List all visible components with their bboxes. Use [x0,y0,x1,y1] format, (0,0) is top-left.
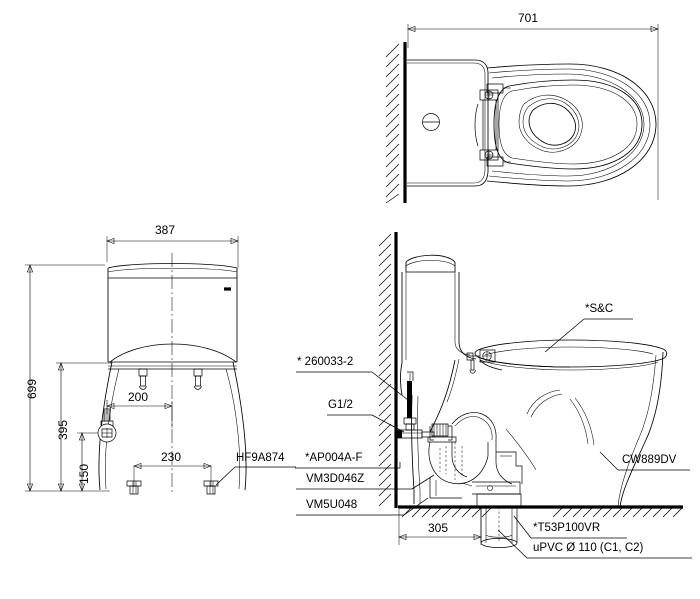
callout-sc: *S&C [585,303,614,315]
callout-g12: G1/2 [328,399,353,411]
top-view-tank [407,59,489,187]
front-view-stop-valve [97,400,117,443]
side-view-tank [400,254,477,396]
dim-387 [106,236,239,268]
side-view-seat-cover [474,339,668,371]
top-view-bowl-opening [518,94,583,153]
dim-230 [133,462,212,487]
side-view-group [295,232,692,559]
callout-hf9a874: HF9A874 [236,452,285,464]
leader-t53p100vr [513,515,627,539]
callout-vm3d046z: VM3D046Z [306,473,365,485]
callout-vm5u048: VM5U048 [306,499,358,511]
front-view-floor-bolts [126,480,219,495]
leader-sc [544,318,633,353]
callout-upvc: uPVC Ø 110 (C1, C2) [533,542,644,554]
leader-upvc [497,529,692,559]
top-view-flush-button [422,113,440,131]
dim-label-395: 395 [56,419,70,440]
callout-cw889dv: CW889DV [622,454,677,466]
side-view-wall [378,232,398,508]
dim-label-200: 200 [128,390,149,404]
leader-260033-2 [296,371,409,401]
top-view-seat-cover [486,63,657,187]
top-view-wall [385,42,407,204]
leader-vm3d046z [296,474,435,490]
side-view-flange-and-pipe [476,493,522,548]
top-view-seat-hinge [474,83,511,167]
callout-ap004a-f: *AP004A-F [305,452,363,464]
front-view-bowl [98,343,247,491]
side-view-trap-mechanism [427,412,523,499]
leader-ap004a-f [295,462,401,469]
leader-cw889dv [599,451,690,471]
leader-g12 [327,414,405,433]
dim-200 [106,400,173,428]
front-view-seat-bumpers [138,368,203,390]
top-view-seat-ring [493,79,643,170]
callout-260033-2: * 260033-2 [297,356,354,368]
front-view-tank [107,263,238,363]
side-view-seat-hinge [466,349,496,374]
dim-label-230: 230 [161,450,182,464]
dim-label-305: 305 [428,521,449,535]
leader-hf9a874 [215,466,296,486]
dim-305 [398,509,482,545]
dim-label-701: 701 [518,11,539,25]
leader-vm5u048 [296,497,429,516]
side-view-floor [398,505,684,518]
callout-t53p100vr: *T53P100VR [533,522,601,534]
dim-701 [407,24,659,200]
side-view-bowl [411,351,664,508]
dim-150 [77,432,99,492]
side-view-stop-valve [396,371,435,439]
dim-label-699: 699 [25,378,39,399]
front-view-group [25,236,296,495]
dim-395 [56,362,112,492]
top-view-group [385,24,659,204]
dim-label-387: 387 [155,223,176,237]
dim-label-150: 150 [77,463,91,484]
dim-699 [25,264,110,492]
